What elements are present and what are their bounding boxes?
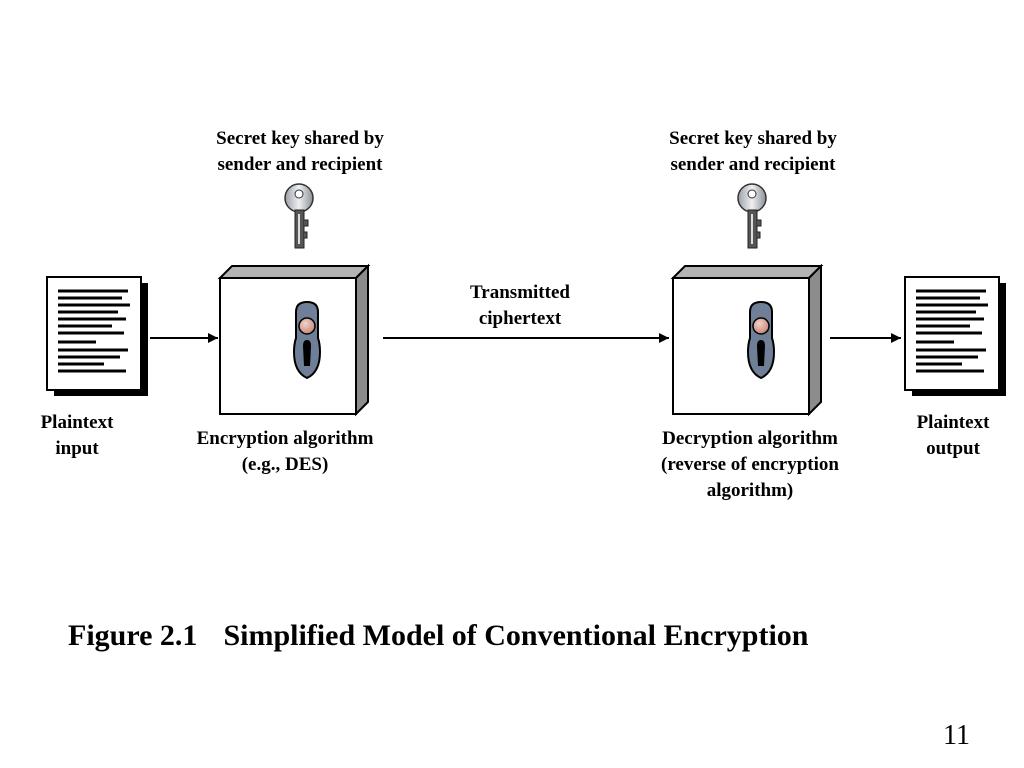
decryption-algorithm-box [670,263,824,417]
plaintext-output-document-icon [904,276,1006,396]
lock-icon [292,300,322,380]
transmitted-ciphertext-label: Transmitted ciphertext [450,280,590,332]
label-line: Secret key shared by [216,128,384,149]
label-line: Transmitted [470,282,570,303]
plaintext-input-label: Plaintext input [22,410,132,462]
label-line: (e.g., DES) [241,454,329,475]
label-line: ciphertext [478,308,562,329]
label-line: output [926,438,980,459]
lock-icon [746,300,776,380]
label-line: algorithm) [706,480,794,501]
decryption-algorithm-label: Decryption algorithm (reverse of encrypt… [630,426,870,504]
label-line: Decryption algorithm [662,428,838,449]
figure-number: Figure 2.1 [68,619,198,652]
label-line: Encryption algorithm [196,428,374,449]
label-line: Plaintext [916,412,990,433]
encryption-algorithm-box [217,263,371,417]
figure-title: Simplified Model of Conventional Encrypt… [223,619,809,652]
label-line: sender and recipient [670,154,836,175]
key-icon [284,183,314,249]
plaintext-output-label: Plaintext output [898,410,1008,462]
label-line: sender and recipient [217,154,383,175]
figure-caption: Figure 2.1 Simplified Model of Convention… [68,616,808,656]
label-line: Plaintext [40,412,114,433]
secret-key-label-right: Secret key shared by sender and recipien… [643,126,863,178]
plaintext-input-document-icon [46,276,148,396]
label-line: (reverse of encryption [661,454,839,475]
page-number: 11 [943,720,970,751]
label-line: input [55,438,99,459]
encryption-algorithm-label: Encryption algorithm (e.g., DES) [170,426,400,478]
secret-key-label-left: Secret key shared by sender and recipien… [190,126,410,178]
label-line: Secret key shared by [669,128,837,149]
key-icon [737,183,767,249]
